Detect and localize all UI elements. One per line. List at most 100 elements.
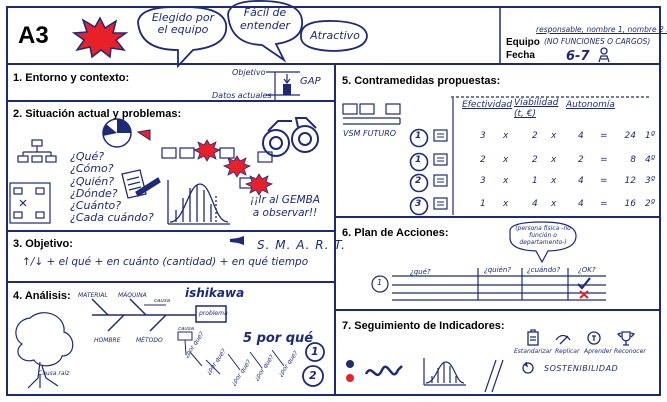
section-1-title: 1. Entorno y contexto: xyxy=(13,72,130,84)
pie-chart-icon xyxy=(102,118,151,148)
q-cuanto: ¿Cuánto? xyxy=(70,199,122,213)
date-label: Fecha xyxy=(506,50,535,61)
score-autonomia: 2 xyxy=(578,155,584,165)
cause-maquina: MÁQUINA xyxy=(118,292,147,299)
times-sign: x xyxy=(551,176,557,186)
times-sign: x xyxy=(551,131,557,141)
rank: 4º xyxy=(645,155,655,165)
section-7-title: 7. Seguimiento de Indicadores: xyxy=(342,320,505,332)
cause-hombre: HOMBRE xyxy=(94,337,121,344)
row-number-circle xyxy=(409,152,429,172)
team-value: responsable, nombre 1, nombre 2 ... xyxy=(536,25,667,34)
row-number: 3 xyxy=(415,199,422,209)
bubble-facil: Fácil de entender xyxy=(239,6,291,32)
replicate-icon xyxy=(555,334,571,345)
rank: 3º xyxy=(645,176,655,186)
five-whys-title: 5 por qué xyxy=(243,331,314,346)
ishikawa-label: ishikawa xyxy=(185,286,245,300)
gap-label: GAP xyxy=(300,76,321,87)
small-histogram-icon xyxy=(423,358,466,386)
score-viabilidad: 4 xyxy=(532,199,538,209)
row-number: 1 xyxy=(415,131,422,141)
score-viabilidad: 2 xyxy=(532,155,538,165)
action-plan-sketch xyxy=(371,221,606,301)
vsm-sketch xyxy=(342,96,651,215)
q-que: ¿Qué? xyxy=(70,150,105,163)
col-efectividad: Efectividad xyxy=(462,100,513,110)
q-donde: ¿Dónde? xyxy=(70,186,118,200)
problem-box-label: problema xyxy=(199,310,228,317)
score-total: 24 xyxy=(624,131,636,141)
clipboard-icon xyxy=(527,329,539,346)
q-cada: ¿Cada cuándo? xyxy=(70,211,154,225)
situation-sketches xyxy=(9,117,319,225)
score-efectividad: 1 xyxy=(480,199,486,209)
row-number-circle xyxy=(409,173,429,193)
col-autonomia: Autonomía xyxy=(566,100,615,110)
megaphone-icon xyxy=(230,236,244,245)
objective-formula: ↑/↓ + el qué + en cuánto (cantidad) + en… xyxy=(22,256,309,268)
document-icon xyxy=(121,169,161,199)
section-2-title: 2. Situación actual y problemas: xyxy=(13,108,182,120)
dot-navy xyxy=(346,360,354,368)
map-icon xyxy=(433,153,448,166)
datos-label: Datos actuales xyxy=(212,91,272,100)
cause-label: causa xyxy=(154,298,171,304)
section-5-title: 5. Contramedidas propuestas: xyxy=(342,75,501,87)
trend-line-icon xyxy=(364,365,403,377)
col-cuando: ¿cuándo? xyxy=(527,266,561,274)
cause-material: MATERIAL xyxy=(78,292,108,299)
step-reconocer: Reconocer xyxy=(614,348,646,355)
score-efectividad: 2 xyxy=(480,155,486,165)
step-replicar: Replicar xyxy=(555,348,580,355)
recycle-icon xyxy=(522,361,534,374)
row-number-circle xyxy=(409,128,429,148)
action-number: 1 xyxy=(377,278,383,287)
a3-code: A3 xyxy=(18,22,49,49)
date-value: 6-7 xyxy=(566,49,590,64)
score-efectividad: 3 xyxy=(480,176,486,186)
person-icon xyxy=(598,47,610,63)
cause-metodo: MÉTODO xyxy=(136,337,163,344)
team-icon xyxy=(433,174,448,187)
objetivo-label: Objetivo xyxy=(232,68,266,77)
trophy-icon xyxy=(616,331,636,346)
score-viabilidad: 1 xyxy=(532,176,538,186)
score-viabilidad: 2 xyxy=(532,131,538,141)
rank: 2º xyxy=(645,199,655,209)
bubble-elegido: Elegido por el equipo xyxy=(151,11,215,36)
red-burst-icons xyxy=(192,139,274,196)
score-total: 12 xyxy=(624,176,636,186)
team-label: Equipo xyxy=(506,37,540,48)
times-sign: x xyxy=(503,155,509,165)
step-estandarizar: Estandarizar xyxy=(514,348,552,355)
score-total: 8 xyxy=(630,155,636,165)
fishbone-diagram xyxy=(91,298,227,332)
dot-red xyxy=(346,374,354,382)
score-total: 16 xyxy=(624,199,636,209)
section-6-title: 6. Plan de Acciones: xyxy=(342,227,449,239)
folder-icon xyxy=(433,197,448,210)
times-sign: x xyxy=(503,199,509,209)
score-autonomia: 4 xyxy=(578,176,584,186)
smart-label: S. M. A. R. T. xyxy=(257,238,346,252)
col-ok: ¿OK? xyxy=(578,266,596,274)
times-sign: x xyxy=(551,199,557,209)
equals-sign: = xyxy=(600,176,608,186)
root-cause-label: Causa raíz xyxy=(38,370,70,377)
times-sign: x xyxy=(503,131,509,141)
vsm-label: VSM FUTURO xyxy=(343,129,397,138)
circle-number-2: 2 xyxy=(309,369,317,382)
col-viabilidad: Viabilidad (t, €) xyxy=(514,98,559,119)
equals-sign: = xyxy=(600,155,608,165)
cause-label-2: causa xyxy=(178,326,195,332)
red-burst-icon xyxy=(72,16,128,58)
gemba-text: ¡¡Ir al GEMBA a observar!! xyxy=(249,194,321,219)
score-autonomia: 4 xyxy=(578,199,584,209)
section-4-title: 4. Análisis: xyxy=(13,290,71,302)
times-sign: x xyxy=(503,176,509,186)
q-como: ¿Cómo? xyxy=(70,162,114,176)
circle-number-1: 1 xyxy=(311,345,319,358)
